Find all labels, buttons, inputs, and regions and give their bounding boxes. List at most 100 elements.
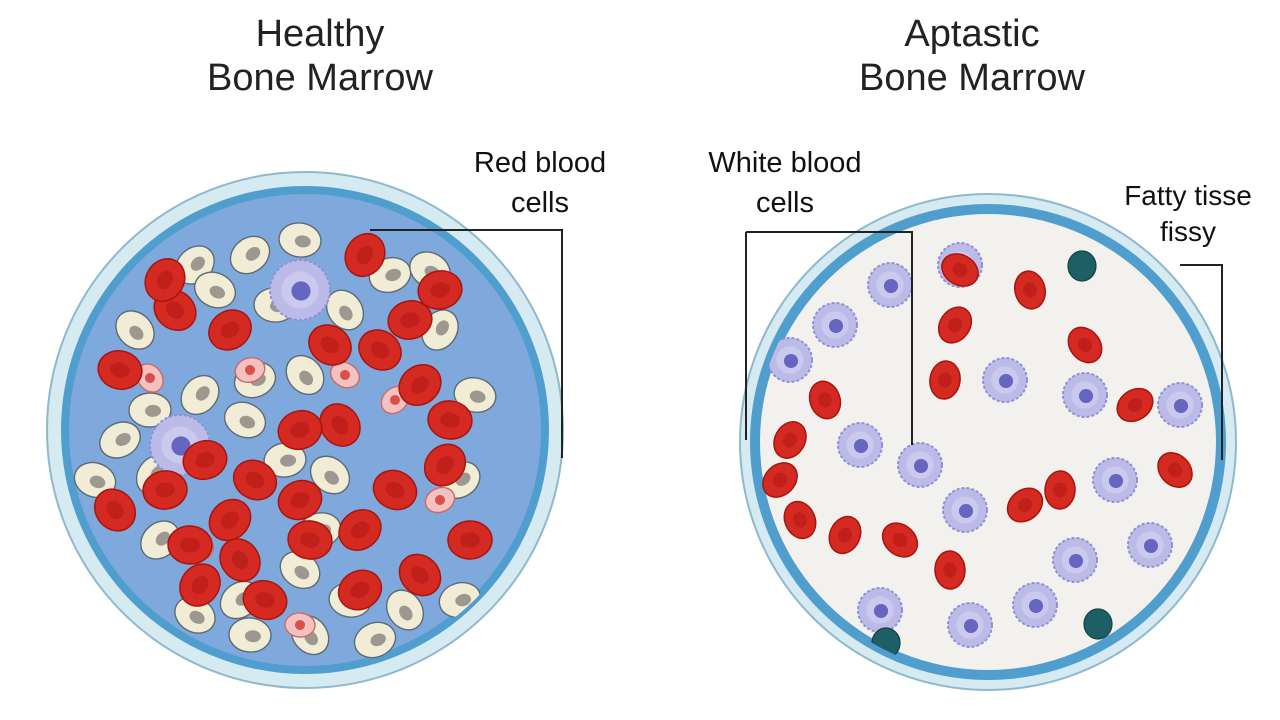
- red-blood-cell: [344, 232, 386, 278]
- red-blood-cell: [881, 522, 919, 558]
- white-label-line2: cells: [755, 187, 814, 219]
- white-blood-cell: [1012, 582, 1058, 628]
- red-blood-cells-label: Red blood cells: [440, 143, 640, 223]
- white-blood-cell: [857, 587, 903, 633]
- white-blood-cell: [837, 422, 883, 468]
- red-blood-cell: [387, 300, 433, 340]
- healthy-marrow-section: [46, 171, 564, 689]
- white-blood-cell: [812, 302, 858, 348]
- white-blood-cell: [1052, 537, 1098, 583]
- healthy-title-line2: Bone Marrow: [207, 57, 433, 99]
- aplastic-title-line2: Bone Marrow: [859, 57, 1085, 99]
- red-blood-cell: [97, 350, 143, 390]
- white-label-line1: White blood: [708, 147, 862, 179]
- aplastic-marrow-title: Aptastic Bone Marrow: [812, 12, 1132, 100]
- aplastic-title-line1: Aptastic: [904, 13, 1040, 55]
- fat-cell: [115, 310, 155, 350]
- dark-cell: [1067, 250, 1097, 282]
- red-blood-cell: [167, 525, 213, 565]
- red-blood-cell: [427, 400, 473, 440]
- white-blood-cell: [942, 487, 988, 533]
- aplastic-marrow-fill: [760, 214, 1216, 670]
- red-blood-cell: [208, 498, 252, 542]
- healthy-title-line1: Healthy: [255, 13, 385, 55]
- red-blood-cell: [319, 403, 361, 447]
- red-blood-cell: [934, 550, 966, 590]
- red-cells-leader-line: [370, 229, 563, 458]
- pink-cell: [136, 363, 164, 393]
- red-blood-cell: [232, 459, 278, 501]
- red-blood-cell: [1067, 326, 1103, 364]
- fatty-label-line1: Fatty tisse: [1124, 180, 1252, 211]
- fatty-tissue-label: Fatty tisse fissy: [1100, 178, 1276, 250]
- fat-cell: [385, 589, 425, 631]
- fatty-tissue-leader-line: [1180, 264, 1223, 460]
- fat-cell: [128, 392, 172, 428]
- pink-cell: [424, 486, 456, 514]
- red-blood-cell: [783, 500, 817, 540]
- red-blood-cell: [1116, 387, 1154, 423]
- fatty-label-line2: fissy: [1160, 216, 1216, 247]
- white-blood-cell: [897, 442, 943, 488]
- red-blood-cell: [1014, 270, 1046, 310]
- red-blood-cell: [398, 364, 442, 406]
- red-blood-cell: [242, 579, 288, 621]
- red-blood-cell: [447, 520, 493, 560]
- red-blood-cell: [398, 553, 442, 597]
- pink-cell: [234, 356, 266, 384]
- red-label-line2: cells: [510, 187, 569, 219]
- red-blood-cell: [808, 380, 842, 420]
- white-blood-cell: [269, 259, 331, 321]
- red-blood-cell: [277, 409, 323, 451]
- white-blood-cells-label: White blood cells: [670, 143, 900, 223]
- fat-cell: [229, 235, 271, 275]
- red-blood-cell: [219, 538, 261, 582]
- white-blood-cell: [1062, 372, 1108, 418]
- pink-cell: [329, 361, 361, 389]
- red-blood-cell: [142, 470, 188, 510]
- red-blood-cell: [308, 324, 352, 366]
- white-blood-cell: [982, 357, 1028, 403]
- red-blood-cell: [1157, 452, 1193, 488]
- fat-cell: [325, 289, 365, 331]
- healthy-cells: [73, 222, 497, 659]
- red-blood-cell: [423, 443, 467, 487]
- red-blood-cell: [773, 421, 807, 459]
- healthy-marrow-title: Healthy Bone Marrow: [160, 12, 480, 100]
- red-blood-cell: [941, 253, 979, 287]
- white-blood-cell: [1157, 382, 1203, 428]
- fat-cell: [73, 461, 117, 499]
- red-blood-cell: [828, 515, 862, 555]
- fat-cell: [99, 421, 141, 459]
- red-blood-cell: [417, 270, 463, 310]
- fat-cell: [193, 271, 237, 309]
- fat-cell: [353, 621, 397, 659]
- fat-cell: [285, 354, 325, 396]
- aplastic-marrow-section: [739, 193, 1237, 691]
- red-blood-cell: [1044, 470, 1076, 510]
- red-blood-cell: [179, 563, 221, 607]
- red-blood-cell: [937, 306, 973, 344]
- red-blood-cell: [929, 360, 961, 400]
- white-blood-cell: [947, 602, 993, 648]
- fat-cell: [309, 455, 351, 495]
- pink-cell: [284, 612, 316, 638]
- red-blood-cell: [144, 258, 186, 302]
- white-blood-cell: [1127, 522, 1173, 568]
- fat-cell: [223, 401, 267, 439]
- red-blood-cell: [338, 509, 382, 551]
- fat-cell: [279, 550, 321, 590]
- red-blood-cell: [762, 462, 798, 498]
- red-blood-cell: [182, 439, 228, 481]
- dark-cell: [1083, 608, 1113, 640]
- aplastic-cells: [762, 242, 1203, 659]
- fat-cell: [453, 377, 497, 413]
- white-blood-cell: [767, 337, 813, 383]
- red-blood-cell: [277, 479, 323, 521]
- fat-cell: [278, 222, 322, 258]
- fat-cell: [180, 374, 220, 416]
- red-blood-cell: [1006, 487, 1044, 523]
- white-blood-cell: [867, 262, 913, 308]
- red-label-line1: Red blood: [473, 147, 607, 179]
